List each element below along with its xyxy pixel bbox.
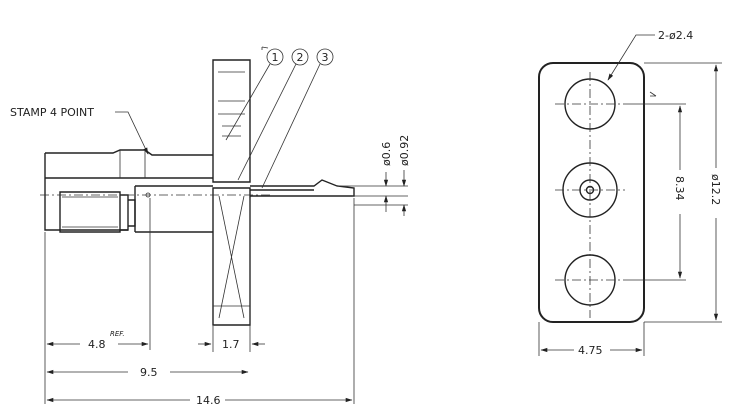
dim-12-2: ø12.2 <box>709 174 722 205</box>
stamp-label: STAMP 4 POINT <box>10 106 94 119</box>
dim-8-34: 8.34 <box>673 176 686 201</box>
flange-outline <box>538 62 645 323</box>
hole-callout: 2-ø2.4 <box>607 29 693 81</box>
balloon-1: 1 <box>272 51 279 64</box>
dim-hole-spacing: 8.34 <box>625 103 686 281</box>
dim-dia-0-92: ø0.92 <box>398 135 411 166</box>
dim-9-5: 9.5 <box>140 366 158 379</box>
dim-1-7: 1.7 <box>222 338 240 351</box>
side-view <box>40 59 355 326</box>
balloon-3: 3 <box>322 51 329 64</box>
dim-flange-width: 4.75 <box>538 322 645 357</box>
side-view-dims: 4.8 REF. 1.7 9.5 14.6 <box>44 198 355 407</box>
stamp-callout: STAMP 4 POINT <box>10 106 149 155</box>
pin-diameter-dims: ø0.6 ø0.92 <box>338 135 411 216</box>
dim-dia-0-6: ø0.6 <box>380 142 393 166</box>
connector-body <box>45 149 213 156</box>
dim-4-75: 4.75 <box>578 344 603 357</box>
hole-spec-label: 2-ø2.4 <box>658 29 693 42</box>
dim-flange-height: ø12.2 <box>644 62 722 323</box>
front-view <box>538 62 657 323</box>
front-insulator <box>59 191 121 233</box>
dim-4-8: 4.8 <box>88 338 106 351</box>
solder-tab <box>212 59 251 183</box>
center-pin <box>250 179 355 197</box>
dim-ref-note: REF. <box>110 330 125 338</box>
dim-14-6: 14.6 <box>196 394 221 407</box>
part-balloons: 1 2 3 <box>225 46 334 189</box>
balloon-2: 2 <box>297 51 304 64</box>
